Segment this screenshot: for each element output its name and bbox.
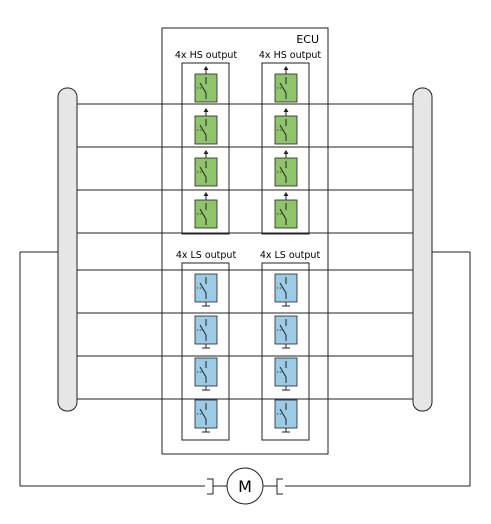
hs-switch-right-1	[274, 66, 298, 103]
motor-wire-right	[285, 252, 471, 487]
supply-arrow-icon	[283, 108, 289, 112]
ls-switch-right-3	[274, 357, 298, 391]
hs-switch-right-4	[274, 192, 298, 229]
switch-blade	[199, 82, 207, 94]
ecu-title: ECU	[296, 33, 319, 46]
hs-switch-left-2	[194, 108, 218, 145]
supply-arrow-icon	[203, 66, 209, 70]
ls-right-label: 4x LS output	[260, 250, 321, 261]
motor: M	[19, 252, 471, 505]
supply-arrow-icon	[203, 192, 209, 196]
switch-blade	[199, 408, 207, 420]
ls-switch-right-2	[274, 315, 298, 349]
switch-blade	[199, 324, 207, 336]
ls-switch-left-1	[194, 273, 218, 307]
bus-bars	[20, 87, 470, 412]
switch-blade	[279, 408, 287, 420]
ls-group-left	[181, 262, 230, 441]
ls-switch-left-2	[194, 315, 218, 349]
motor-bracket-right	[276, 478, 283, 495]
hs-group-right	[261, 62, 310, 235]
motor-label: M	[238, 477, 252, 496]
ls-switch-right-1	[274, 273, 298, 307]
motor-wire-left	[19, 252, 205, 487]
switch-blade	[279, 366, 287, 378]
switch-blade	[199, 282, 207, 294]
hs-switch-left-3	[194, 150, 218, 187]
motor-circle	[226, 467, 264, 505]
supply-arrow-icon	[203, 108, 209, 112]
switch-blade	[279, 166, 287, 178]
motor-bracket-left	[207, 478, 214, 495]
switch-blade	[199, 208, 207, 220]
switch-array	[194, 66, 298, 433]
switch-blade	[279, 208, 287, 220]
bus-bar-left	[57, 87, 78, 412]
ls-left-label: 4x LS output	[176, 250, 237, 261]
supply-arrow-icon	[283, 150, 289, 154]
hs-switch-left-1	[194, 66, 218, 103]
switch-blade	[279, 324, 287, 336]
switch-blade	[279, 282, 287, 294]
switch-blade	[279, 124, 287, 136]
ls-switch-left-4	[194, 399, 218, 433]
switch-blade	[199, 366, 207, 378]
ls-switch-right-4	[274, 399, 298, 433]
supply-arrow-icon	[283, 192, 289, 196]
hs-group-left	[181, 62, 230, 235]
wiring	[77, 103, 413, 400]
switch-blade	[279, 82, 287, 94]
hs-switch-left-4	[194, 192, 218, 229]
supply-arrow-icon	[283, 66, 289, 70]
hs-left-label: 4x HS output	[175, 50, 237, 61]
supply-arrow-icon	[203, 150, 209, 154]
switch-blade	[199, 124, 207, 136]
ls-group-right	[261, 262, 310, 441]
hs-right-label: 4x HS output	[259, 50, 321, 61]
hs-switch-right-3	[274, 150, 298, 187]
bus-bar-right	[412, 87, 433, 412]
ecu-box	[161, 27, 329, 455]
ls-switch-left-3	[194, 357, 218, 391]
switch-blade	[199, 166, 207, 178]
hs-switch-right-2	[274, 108, 298, 145]
